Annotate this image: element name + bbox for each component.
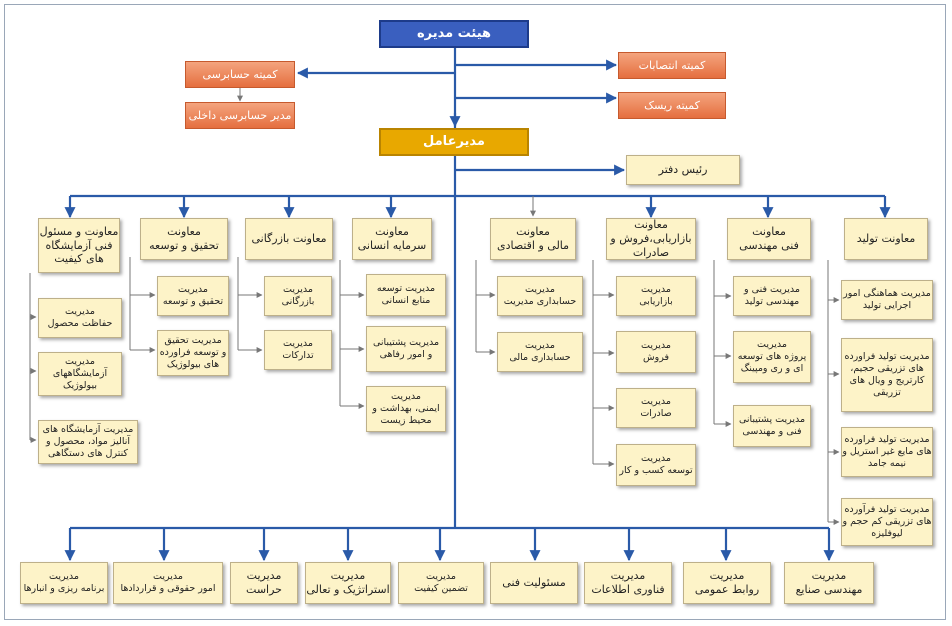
unit-hr-development: مدیریت توسعه منابع انسانی	[366, 274, 446, 316]
deputy-research: معاونت تحقیق و توسعه	[140, 218, 228, 260]
unit-commerce: مدیریت بازرگانی	[264, 276, 332, 316]
unit-hse: مدیریت ایمنی، بهداشت و محیط زیست	[366, 386, 446, 432]
unit-production-injectable-bulk: مدیریت تولید فراورده های تزریقی حجیم، کا…	[841, 338, 933, 412]
internal-audit-manager: مدیر حسابرسی داخلی	[185, 102, 295, 129]
deputy-engineering: معاونت فنی مهندسی	[727, 218, 811, 260]
deputy-quality: معاونت و مسئول فنی آزمایشگاه های کیفیت	[38, 218, 120, 273]
chart-frame	[4, 4, 946, 620]
unit-engineering-technical: مدیریت فنی و مهندسی تولید	[733, 276, 811, 316]
unit-procurement: مدیریت تدارکات	[264, 330, 332, 370]
deputy-production: معاونت تولید	[844, 218, 928, 260]
unit-biologic-research: مدیریت تحقیق و توسعه فراورده های بیولوژی…	[157, 330, 229, 376]
bottom-planning-warehouses: مدیریت برنامه ریزی و انبارها	[20, 562, 108, 604]
unit-management-accounting: مدیریت حسابداری مدیریت	[497, 276, 583, 316]
unit-product-protection: مدیریت حفاظت محصول	[38, 298, 122, 338]
bottom-public-relations: مدیریت روابط عمومی	[683, 562, 771, 604]
unit-financial-accounting: مدیریت حسابداری مالی	[497, 332, 583, 372]
bottom-technical-responsibility: مسئولیت فنی	[490, 562, 578, 604]
unit-engineering-projects: مدیریت پروژه های توسعه ای و ری ومپینگ	[733, 331, 811, 383]
appointments-committee: کمیته انتصابات	[618, 52, 726, 79]
deputy-commerce: معاونت بازرگانی	[245, 218, 333, 260]
bottom-legal-contracts: مدیریت امور حقوقی و قراردادها	[113, 562, 223, 604]
unit-marketing: مدیریت بازاریابی	[616, 276, 696, 316]
unit-analysis-labs: مدیریت آزمایشگاه های آنالیز مواد، محصول …	[38, 420, 138, 464]
deputy-marketing: معاونت بازاریابی،فروش و صادرات	[606, 218, 696, 260]
board-of-directors: هیئت مدیره	[379, 20, 529, 48]
unit-research-development: مدیریت تحقیق و توسعه	[157, 276, 229, 316]
audit-committee: کمیته حسابرسی	[185, 61, 295, 88]
unit-biologic-labs: مدیریت آزمایشگاههای بیولوژیک	[38, 352, 122, 396]
unit-welfare-support: مدیریت پشتیبانی و امور رفاهی	[366, 326, 446, 372]
unit-production-coordination: مدیریت هماهنگی امور اجرایی تولید	[841, 280, 933, 320]
unit-production-liquid: مدیریت تولید فراورده های مایع غیر استریل…	[841, 427, 933, 477]
deputy-human-capital: معاونت سرمایه انسانی	[352, 218, 432, 260]
unit-production-lyophilized: مدیریت تولید فرآورده های تزریقی کم حجم و…	[841, 498, 933, 546]
ceo: مدیرعامل	[379, 128, 529, 156]
bottom-strategy-excellence: مدیریت استراتژیک و تعالی	[305, 562, 391, 604]
unit-engineering-support: مدیریت پشتیبانی فنی و مهندسی	[733, 405, 811, 447]
office-head: رئیس دفتر	[626, 155, 740, 185]
deputy-finance: معاونت مالی و اقتصادی	[490, 218, 576, 260]
unit-export: مدیریت صادرات	[616, 388, 696, 428]
bottom-information-technology: مدیریت فناوری اطلاعات	[584, 562, 672, 604]
bottom-security: مدیریت حراست	[230, 562, 298, 604]
unit-sales: مدیریت فروش	[616, 331, 696, 373]
bottom-industrial-engineering: مدیریت مهندسی صنایع	[784, 562, 874, 604]
risk-committee: کمیته ریسک	[618, 92, 726, 119]
unit-business-development: مدیریت توسعه کسب و کار	[616, 444, 696, 486]
bottom-quality-assurance: مدیریت تضمین کیفیت	[398, 562, 484, 604]
